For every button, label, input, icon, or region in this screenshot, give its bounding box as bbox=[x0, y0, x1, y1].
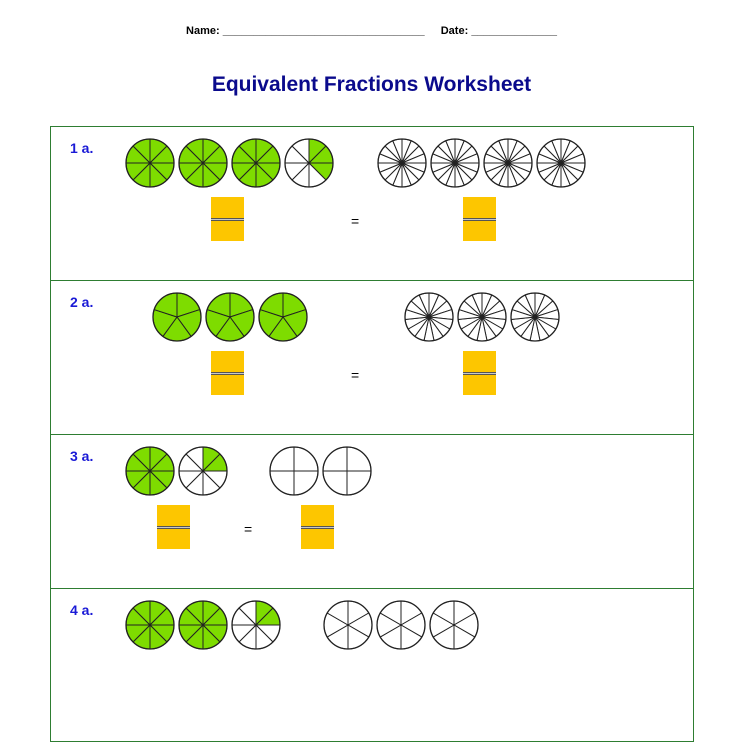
fraction-circles-svg bbox=[323, 600, 479, 650]
fraction-circles-svg bbox=[377, 138, 586, 188]
fraction-circle bbox=[269, 446, 319, 496]
fraction-bar bbox=[211, 372, 244, 375]
fraction-circle bbox=[178, 138, 228, 188]
right-fraction-circles bbox=[403, 292, 564, 342]
left-fraction-circles bbox=[124, 446, 232, 496]
fraction-circles-svg bbox=[152, 292, 308, 342]
problem-label: 2 a. bbox=[70, 294, 94, 310]
worksheet-title: Equivalent Fractions Worksheet bbox=[211, 73, 532, 96]
equals-sign: = bbox=[351, 367, 360, 383]
right-fraction-circles bbox=[268, 446, 376, 496]
problem-4: 4 a. bbox=[50, 588, 694, 742]
fraction-circles-svg bbox=[404, 292, 560, 342]
name-date-header: Name: _________________________________ … bbox=[0, 25, 743, 37]
fraction-bar bbox=[463, 218, 496, 221]
fraction-circle bbox=[404, 292, 454, 342]
fraction-circle bbox=[152, 292, 202, 342]
problem-2: 2 a. = bbox=[50, 280, 694, 434]
equals-sign: = bbox=[244, 521, 253, 537]
left-fraction-circles bbox=[151, 292, 312, 342]
fraction-circle bbox=[536, 138, 586, 188]
name-field[interactable]: _________________________________ bbox=[222, 25, 425, 37]
problem-label: 1 a. bbox=[70, 140, 94, 156]
fraction-circles-svg bbox=[125, 446, 228, 496]
fraction-bar bbox=[157, 526, 190, 529]
left-fraction-circles bbox=[124, 138, 338, 188]
fraction-bar bbox=[301, 526, 334, 529]
fraction-bar bbox=[211, 218, 244, 221]
fraction-circles-svg bbox=[269, 446, 372, 496]
fraction-circle bbox=[457, 292, 507, 342]
problem-label: 3 a. bbox=[70, 448, 94, 464]
left-answer-box[interactable] bbox=[211, 351, 244, 395]
problem-1: 1 a. = bbox=[50, 126, 694, 280]
fraction-circle bbox=[125, 446, 175, 496]
fraction-circle bbox=[258, 292, 308, 342]
fraction-circle bbox=[322, 446, 372, 496]
fraction-circle bbox=[430, 138, 480, 188]
fraction-bar bbox=[463, 372, 496, 375]
problems-list: 1 a. = 2 a. = 3 a. = 4 a. bbox=[50, 126, 694, 742]
left-fraction-circles bbox=[124, 600, 285, 650]
fraction-circle bbox=[483, 138, 533, 188]
date-field[interactable]: ______________ bbox=[471, 25, 557, 37]
left-answer-box[interactable] bbox=[157, 505, 190, 549]
date-label: Date: bbox=[440, 25, 469, 37]
fraction-circle bbox=[377, 138, 427, 188]
right-answer-box[interactable] bbox=[463, 351, 496, 395]
right-answer-box[interactable] bbox=[301, 505, 334, 549]
right-answer-box[interactable] bbox=[463, 197, 496, 241]
left-answer-box[interactable] bbox=[211, 197, 244, 241]
fraction-circle bbox=[205, 292, 255, 342]
fraction-circles-svg bbox=[125, 138, 334, 188]
fraction-circle bbox=[284, 138, 334, 188]
problem-label: 4 a. bbox=[70, 602, 94, 618]
problem-3: 3 a. = bbox=[50, 434, 694, 588]
equals-sign: = bbox=[351, 213, 360, 229]
right-fraction-circles bbox=[376, 138, 590, 188]
fraction-circle bbox=[231, 138, 281, 188]
fraction-circles-svg bbox=[125, 600, 281, 650]
fraction-circle bbox=[510, 292, 560, 342]
right-fraction-circles bbox=[322, 600, 483, 650]
fraction-circle bbox=[178, 446, 228, 496]
name-label: Name: bbox=[186, 25, 220, 37]
fraction-circle bbox=[125, 138, 175, 188]
